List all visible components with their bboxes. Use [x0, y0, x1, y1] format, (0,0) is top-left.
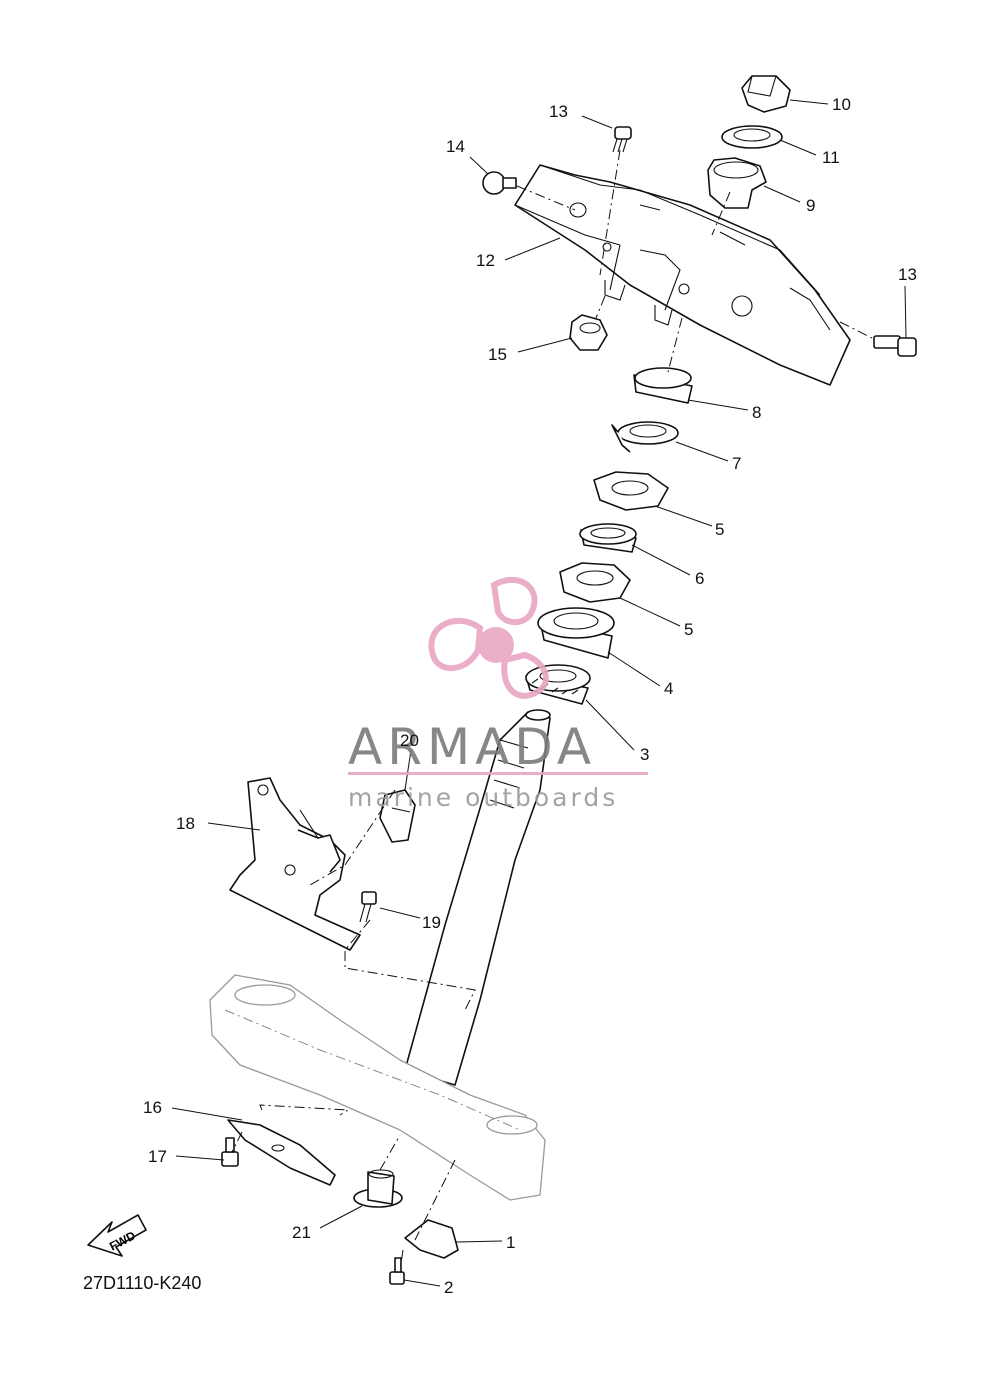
callout-12: 12	[476, 251, 495, 270]
callout-14: 14	[446, 137, 465, 156]
ball-race-part	[525, 664, 591, 705]
callout-5-lower: 5	[684, 620, 693, 639]
callout-13-right: 13	[898, 265, 917, 284]
callout-20: 20	[400, 731, 419, 750]
collar-part	[707, 157, 767, 209]
bolt-19-part	[359, 891, 377, 923]
callout-labels: 10 11 9 13 14 12 13 15 8 7 5 6 5 4 3 20 …	[143, 95, 917, 1297]
ring-nut-part	[593, 471, 669, 511]
callout-10: 10	[832, 95, 851, 114]
callout-16: 16	[143, 1098, 162, 1117]
drawing-code: 27D1110-K240	[83, 1273, 201, 1293]
meter-bracket-part	[229, 777, 361, 951]
callout-3: 3	[640, 745, 649, 764]
bearing-cover-part	[537, 607, 615, 659]
rubber-washer-part	[579, 523, 637, 553]
watermark-tagline: marine outboards	[348, 783, 618, 812]
watermark-divider	[348, 772, 648, 775]
lower-bracket-part	[209, 974, 546, 1201]
watermark: ARMADA marine outboards	[348, 576, 648, 812]
collar-21-part	[353, 1169, 403, 1208]
callout-17: 17	[148, 1147, 167, 1166]
socket-bolt-part	[482, 171, 517, 195]
callout-2: 2	[444, 1278, 453, 1297]
bolt-right-part	[873, 335, 917, 357]
callout-21: 21	[292, 1223, 311, 1242]
lock-washer-part	[611, 421, 679, 453]
bearing-part	[633, 367, 693, 404]
callout-13-top: 13	[549, 102, 568, 121]
ring-nut-lower-part	[559, 562, 631, 603]
callout-5-top: 5	[715, 520, 724, 539]
plate-part	[227, 1119, 336, 1186]
watermark-brand: ARMADA	[348, 718, 596, 776]
callout-11: 11	[822, 148, 840, 167]
callout-8: 8	[752, 403, 761, 422]
leader-lines	[171, 99, 907, 1287]
clip-part	[404, 1219, 459, 1259]
bolt-top-part	[612, 126, 632, 153]
cap-nut-part	[741, 75, 791, 113]
callout-1: 1	[506, 1233, 515, 1252]
callout-4: 4	[664, 679, 673, 698]
callout-18: 18	[176, 814, 195, 833]
callout-6: 6	[695, 569, 704, 588]
propeller-logo-icon	[428, 576, 549, 699]
bolt-2-part	[389, 1257, 405, 1285]
bolt-17-part	[221, 1137, 239, 1167]
fwd-arrow-icon: FWD	[87, 1214, 147, 1257]
callout-19: 19	[422, 913, 441, 932]
nut-part	[569, 314, 608, 351]
assembly-lines	[231, 149, 873, 1271]
callout-9: 9	[806, 196, 815, 215]
steering-stem-part	[404, 709, 551, 1086]
callout-15: 15	[488, 345, 507, 364]
callout-7: 7	[732, 454, 741, 473]
washer-part	[721, 125, 783, 149]
upper-bracket-part	[514, 164, 851, 386]
